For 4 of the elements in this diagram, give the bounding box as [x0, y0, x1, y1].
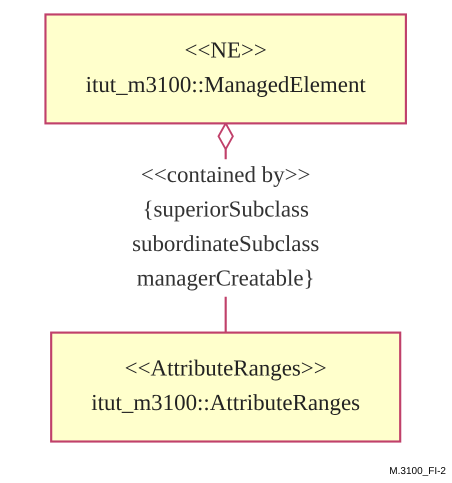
edge-label: <<contained by>> {superiorSubclass subordinateSubclass managerCreatable}: [132, 163, 320, 291]
node-box: <<NE>> itut_m3100::ManagedElement: [44, 12, 408, 124]
figure-code: M.3100_FI-2: [389, 466, 446, 477]
node-box: <<AttributeRanges>> itut_m3100::AttributeRanges: [50, 331, 402, 442]
